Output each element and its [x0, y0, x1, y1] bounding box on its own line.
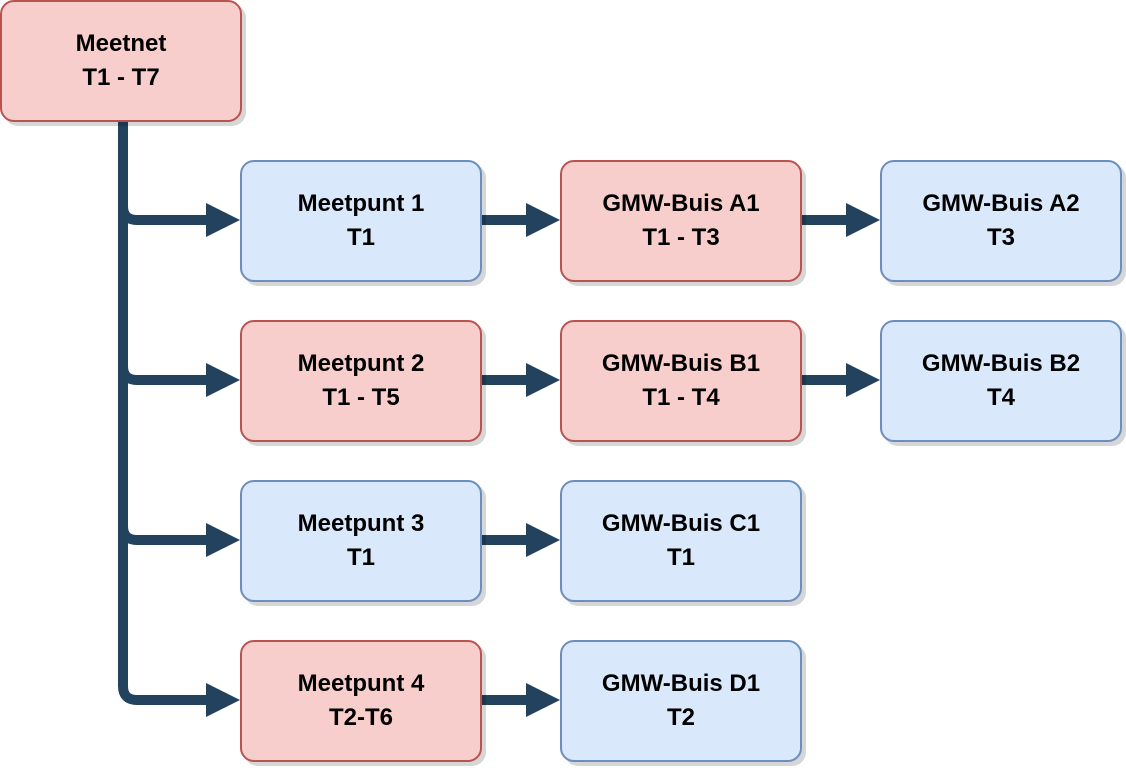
- node-range: T1: [346, 544, 375, 571]
- edge-meetnet-meetpunt1: [118, 122, 210, 225]
- node-meetpunt-2: Meetpunt 2 T1 - T5: [240, 320, 482, 442]
- arrowhead-gmw-c1: [526, 523, 560, 557]
- arrowhead-meetpunt1: [206, 203, 240, 237]
- node-range: T1 - T4: [642, 384, 720, 411]
- node-range: T2: [666, 704, 695, 731]
- node-title: GMW-Buis B2: [921, 350, 1081, 377]
- node-meetpunt-1: Meetpunt 1 T1: [240, 160, 482, 282]
- node-meetpunt-4: Meetpunt 4 T2-T6: [240, 640, 482, 762]
- arrowhead-gmw-d1: [526, 683, 560, 717]
- node-title: GMW-Buis D1: [601, 670, 761, 697]
- node-range: T1 - T7: [82, 64, 160, 91]
- node-title: Meetpunt 4: [297, 670, 425, 697]
- node-range: T1: [666, 544, 695, 571]
- node-gmw-buis-a1: GMW-Buis A1 T1 - T3: [560, 160, 802, 282]
- node-title: GMW-Buis A1: [602, 190, 760, 217]
- node-title: GMW-Buis A2: [922, 190, 1080, 217]
- arrowhead-meetpunt3: [206, 523, 240, 557]
- arrowhead-meetpunt2: [206, 363, 240, 397]
- arrowhead-gmw-a2: [846, 203, 880, 237]
- edge-meetnet-meetpunt4: [118, 526, 210, 705]
- arrowhead-gmw-b2: [846, 363, 880, 397]
- node-gmw-buis-c1: GMW-Buis C1 T1: [560, 480, 802, 602]
- node-title: Meetpunt 2: [297, 350, 425, 377]
- node-title: GMW-Buis C1: [601, 510, 761, 537]
- node-range: T3: [986, 224, 1015, 251]
- node-range: T4: [986, 384, 1015, 411]
- node-title: Meetnet: [75, 30, 167, 57]
- node-range: T1: [346, 224, 375, 251]
- node-title: Meetpunt 1: [297, 190, 425, 217]
- arrowhead-gmw-a1: [526, 203, 560, 237]
- node-meetpunt-3: Meetpunt 3 T1: [240, 480, 482, 602]
- node-gmw-buis-b1: GMW-Buis B1 T1 - T4: [560, 320, 802, 442]
- arrowhead-gmw-b1: [526, 363, 560, 397]
- edge-meetnet-meetpunt3: [118, 366, 210, 545]
- node-range: T1 - T5: [322, 384, 400, 411]
- node-title: Meetpunt 3: [297, 510, 425, 537]
- node-title: GMW-Buis B1: [601, 350, 761, 377]
- node-range: T2-T6: [328, 704, 393, 731]
- arrowhead-meetpunt4: [206, 683, 240, 717]
- node-range: T1 - T3: [642, 224, 720, 251]
- node-meetnet: Meetnet T1 - T7: [0, 0, 242, 122]
- edge-meetnet-meetpunt2: [118, 206, 210, 385]
- node-gmw-buis-a2: GMW-Buis A2 T3: [880, 160, 1122, 282]
- node-gmw-buis-d1: GMW-Buis D1 T2: [560, 640, 802, 762]
- node-gmw-buis-b2: GMW-Buis B2 T4: [880, 320, 1122, 442]
